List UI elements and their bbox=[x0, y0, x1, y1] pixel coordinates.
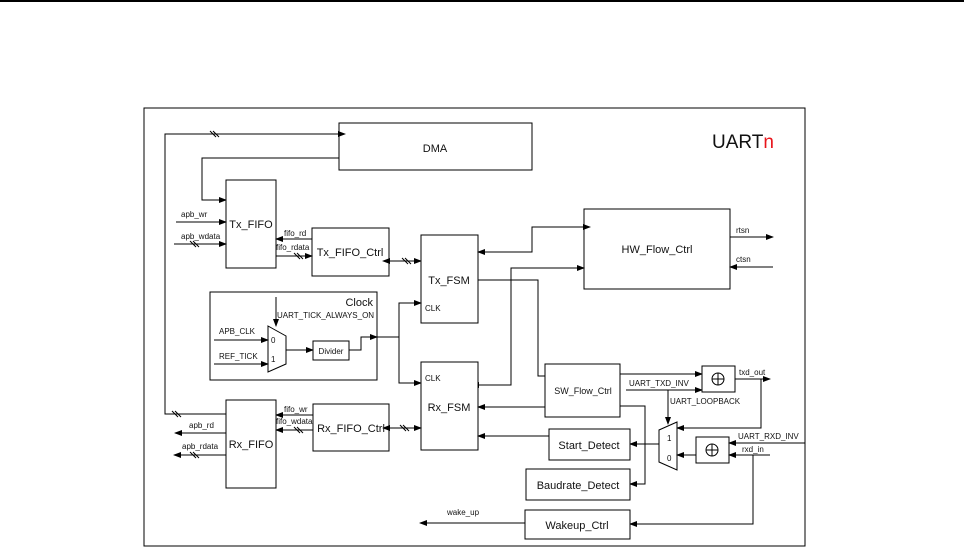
svg-text:Divider: Divider bbox=[319, 347, 344, 356]
svg-text:Tx_FIFO: Tx_FIFO bbox=[229, 219, 273, 231]
divider-out-wire bbox=[349, 334, 378, 351]
svg-text:Tx_FSM: Tx_FSM bbox=[428, 275, 470, 287]
svg-text:SW_Flow_Ctrl: SW_Flow_Ctrl bbox=[554, 386, 612, 396]
uart-rxd-inv-label: UART_RXD_INV bbox=[738, 432, 799, 441]
bus-mark-icon bbox=[293, 252, 304, 260]
wakeup-ctrl-block: Wakeup_Ctrl bbox=[524, 509, 631, 540]
svg-text:Start_Detect: Start_Detect bbox=[558, 440, 619, 452]
svg-text:CLK: CLK bbox=[425, 304, 441, 313]
svg-text:Tx_FIFO_Ctrl: Tx_FIFO_Ctrl bbox=[317, 247, 384, 259]
bus-mark-icon bbox=[293, 426, 304, 434]
apb-wdata-label: apb_wdata bbox=[181, 232, 221, 241]
uart-txd-inv-label: UART_TXD_INV bbox=[629, 379, 690, 388]
svg-text:CLK: CLK bbox=[425, 374, 441, 383]
svg-text:UART_TICK_ALWAYS_ON: UART_TICK_ALWAYS_ON bbox=[277, 311, 374, 320]
rx-fifo-block: Rx_FIFO bbox=[225, 399, 277, 489]
fifo-wr-label: fifo_wr bbox=[284, 405, 308, 414]
tx-fifo-ctrl-block: Tx_FIFO_Ctrl bbox=[311, 227, 390, 277]
hw-flow-tx-fsm-wire bbox=[477, 224, 591, 255]
tx-fifo-block: Tx_FIFO bbox=[225, 179, 277, 269]
uart-loopback-label: UART_LOOPBACK bbox=[670, 397, 741, 406]
apb-wr-label: apb_wr bbox=[181, 210, 208, 219]
loopback-wire bbox=[676, 379, 762, 431]
txd-out-label: txd_out bbox=[739, 368, 766, 377]
baudrate-detect-block: Baudrate_Detect bbox=[525, 468, 631, 501]
apb-rd-label: apb_rd bbox=[189, 421, 214, 430]
clk-to-rx-fsm bbox=[398, 337, 422, 386]
tx-xor-gate bbox=[701, 365, 736, 393]
fifo-rdata-label: fifo_rdata bbox=[276, 243, 310, 252]
tx-fsm-block: Tx_FSM CLK bbox=[420, 234, 479, 324]
svg-text:Wakeup_Ctrl: Wakeup_Ctrl bbox=[545, 520, 608, 532]
svg-text:Rx_FIFO: Rx_FIFO bbox=[229, 439, 274, 451]
top-border-line bbox=[0, 0, 964, 2]
bus-mark-icon bbox=[401, 257, 412, 265]
rtsn-label: rtsn bbox=[736, 226, 749, 235]
apb-clk-label: APB_CLK bbox=[219, 327, 256, 336]
dma-block: DMA bbox=[338, 122, 533, 171]
hw-flow-rx-fsm-wire bbox=[471, 265, 585, 388]
svg-text:Baudrate_Detect: Baudrate_Detect bbox=[537, 480, 620, 492]
ctsn-label: ctsn bbox=[736, 255, 751, 264]
clock-block: Clock UART_TICK_ALWAYS_ON bbox=[209, 291, 378, 381]
clk-to-tx-fsm bbox=[377, 300, 422, 338]
svg-text:DMA: DMA bbox=[423, 143, 448, 155]
bus-mark-icon bbox=[209, 130, 220, 138]
svg-text:Rx_FIFO_Ctrl: Rx_FIFO_Ctrl bbox=[317, 423, 385, 435]
sw-flow-ctrl-block: SW_Flow_Ctrl bbox=[544, 363, 621, 418]
module-title: UARTn bbox=[712, 132, 774, 153]
clock-mux-0-label: 0 bbox=[271, 336, 276, 345]
fifo-wdata-label: fifo_wdata bbox=[276, 417, 313, 426]
dma-rx-bus bbox=[164, 131, 346, 415]
svg-text:Rx_FSM: Rx_FSM bbox=[428, 402, 471, 414]
rxd-in-label: rxd_in bbox=[742, 445, 764, 454]
svg-text:HW_Flow_Ctrl: HW_Flow_Ctrl bbox=[622, 244, 693, 256]
hw-flow-ctrl-block: HW_Flow_Ctrl bbox=[583, 208, 731, 290]
rx-fsm-block: CLK Rx_FSM bbox=[420, 361, 479, 451]
sw-flow-baudrate-wire bbox=[620, 405, 646, 487]
wake-up-label: wake_up bbox=[446, 508, 480, 517]
bus-mark-icon bbox=[171, 410, 182, 418]
loopback-mux-0-label: 0 bbox=[667, 454, 672, 463]
bus-mark-icon bbox=[399, 424, 410, 432]
ref-tick-label: REF_TICK bbox=[219, 352, 258, 361]
start-detect-block: Start_Detect bbox=[548, 428, 631, 461]
dma-tx-wire bbox=[201, 157, 339, 203]
rx-xor-gate bbox=[695, 436, 730, 464]
apb-rdata-label: apb_rdata bbox=[182, 442, 219, 451]
svg-text:Clock: Clock bbox=[345, 297, 373, 309]
tx-fsm-sw-flow-wire bbox=[478, 279, 546, 377]
bus-mark-icon bbox=[189, 451, 200, 459]
fifo-rd-label: fifo_rd bbox=[284, 229, 306, 238]
rxd-wakeup-wire bbox=[629, 455, 754, 527]
bus-mark-icon bbox=[189, 240, 200, 248]
loopback-mux-1-label: 1 bbox=[667, 434, 672, 443]
rx-fifo-ctrl-block: Rx_FIFO_Ctrl bbox=[312, 403, 390, 452]
clock-mux-1-label: 1 bbox=[271, 355, 276, 364]
clock-mux bbox=[267, 325, 287, 373]
divider-block: Divider bbox=[312, 340, 350, 361]
